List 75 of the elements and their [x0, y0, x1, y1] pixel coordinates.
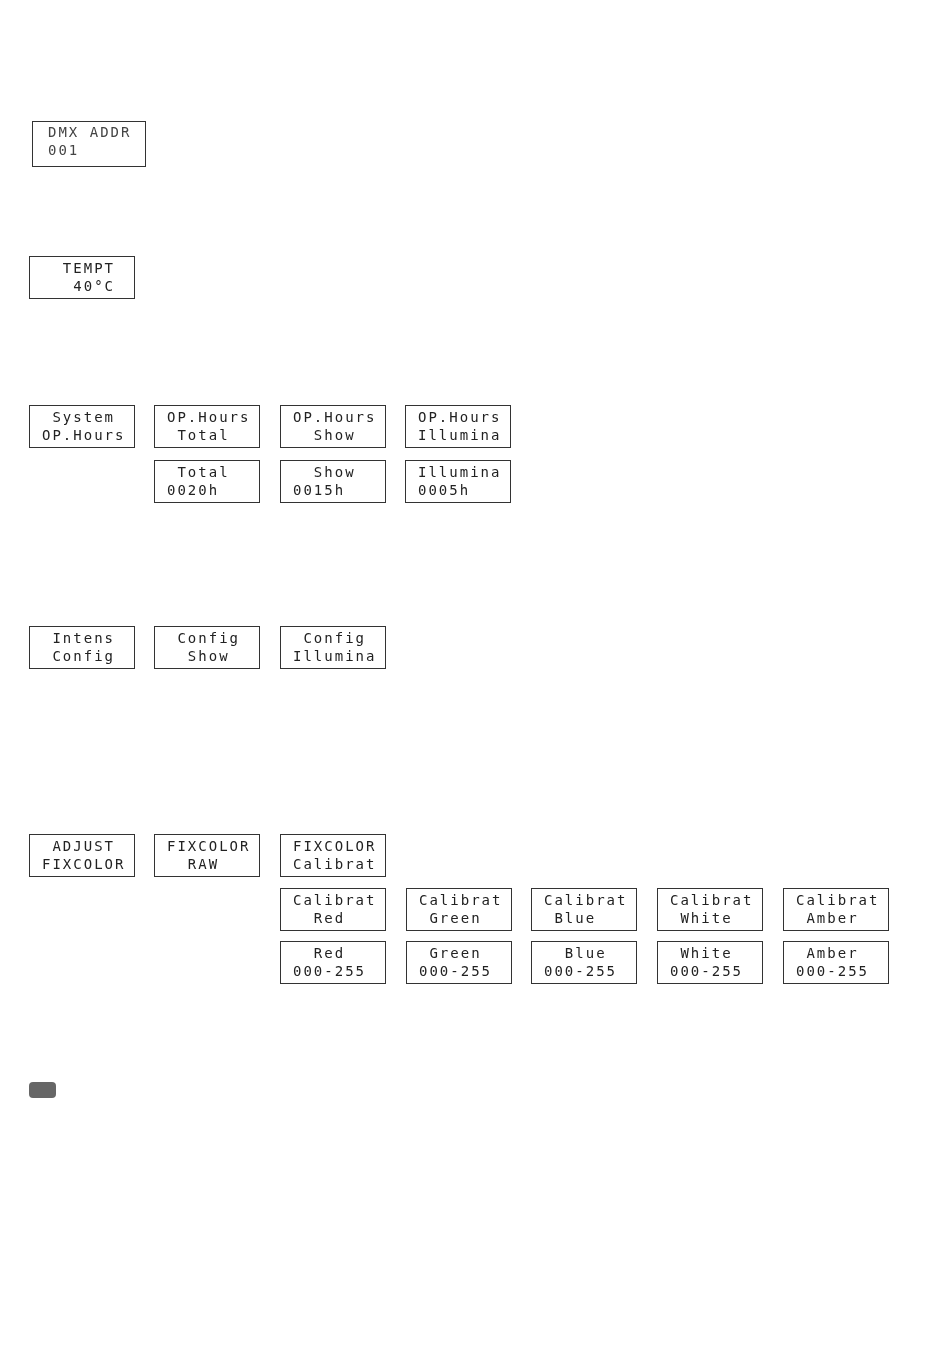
display-text: 000-255: [419, 962, 492, 981]
lcd-display-box: [154, 405, 260, 448]
display-text: FIXCOLOR: [167, 837, 251, 856]
lcd-display-box: [154, 834, 260, 877]
display-text: Total: [177, 426, 230, 445]
lcd-display-box: [29, 834, 135, 877]
display-text: FIXCOLOR: [293, 837, 377, 856]
display-text: Blue: [564, 944, 607, 963]
display-text: 0015h: [293, 481, 346, 500]
display-text: Illumina: [418, 426, 502, 445]
display-text: System: [52, 408, 115, 427]
lcd-display-box: [29, 405, 135, 448]
lcd-display-box: [405, 460, 511, 503]
display-text: Calibrat: [293, 891, 377, 910]
display-text: 000-255: [670, 962, 743, 981]
display-text: OP.Hours: [42, 426, 126, 445]
lcd-display-box: [657, 888, 763, 931]
lcd-display-box: [32, 121, 146, 167]
display-text: 0005h: [418, 481, 471, 500]
display-text: DMX ADDR: [48, 123, 132, 142]
lcd-display-box: [29, 626, 135, 669]
display-text: Illumina: [293, 647, 377, 666]
display-text: Show: [313, 463, 356, 482]
lcd-display-box: [280, 941, 386, 984]
display-text: Total: [177, 463, 230, 482]
lcd-display-box: [154, 460, 260, 503]
lcd-display-box: [280, 888, 386, 931]
lcd-display-box: [280, 460, 386, 503]
display-text: Amber: [806, 909, 859, 928]
display-text: Illumina: [418, 463, 502, 482]
lcd-display-box: [531, 941, 637, 984]
display-text: White: [680, 944, 733, 963]
display-text: Config: [177, 629, 240, 648]
lcd-display-box: [406, 941, 512, 984]
display-text: OP.Hours: [418, 408, 502, 427]
display-text: Calibrat: [670, 891, 754, 910]
display-text: Red: [313, 909, 346, 928]
display-text: Blue: [554, 909, 597, 928]
lcd-display-box: [657, 941, 763, 984]
display-text: Show: [313, 426, 356, 445]
lcd-display-box: [29, 256, 135, 299]
display-text: Calibrat: [419, 891, 503, 910]
display-text: Config: [303, 629, 366, 648]
display-text: Amber: [806, 944, 859, 963]
display-text: White: [680, 909, 733, 928]
lcd-display-box: [783, 888, 889, 931]
display-text: Show: [187, 647, 230, 666]
display-text: TEMPT: [62, 259, 115, 278]
display-text: 000-255: [544, 962, 617, 981]
display-text: Calibrat: [293, 855, 377, 874]
lcd-display-box: [280, 626, 386, 669]
display-text: Green: [429, 944, 482, 963]
display-text: FIXCOLOR: [42, 855, 126, 874]
display-text: OP.Hours: [167, 408, 251, 427]
lcd-display-box: [405, 405, 511, 448]
display-text: Calibrat: [796, 891, 880, 910]
display-text: 40°C: [73, 277, 115, 296]
display-text: OP.Hours: [293, 408, 377, 427]
display-text: 001: [48, 141, 80, 160]
lcd-display-box: [280, 405, 386, 448]
display-text: Intens: [52, 629, 115, 648]
lcd-display-box: [280, 834, 386, 877]
display-text: Red: [313, 944, 346, 963]
lcd-display-box: [531, 888, 637, 931]
display-text: Green: [429, 909, 482, 928]
display-text: 000-255: [293, 962, 366, 981]
display-text: 0020h: [167, 481, 220, 500]
display-text: ADJUST: [52, 837, 115, 856]
lcd-display-box: [406, 888, 512, 931]
display-text: RAW: [187, 855, 220, 874]
lcd-display-box: [783, 941, 889, 984]
display-text: Config: [52, 647, 115, 666]
display-text: Calibrat: [544, 891, 628, 910]
lcd-display-box: [154, 626, 260, 669]
display-text: 000-255: [796, 962, 869, 981]
